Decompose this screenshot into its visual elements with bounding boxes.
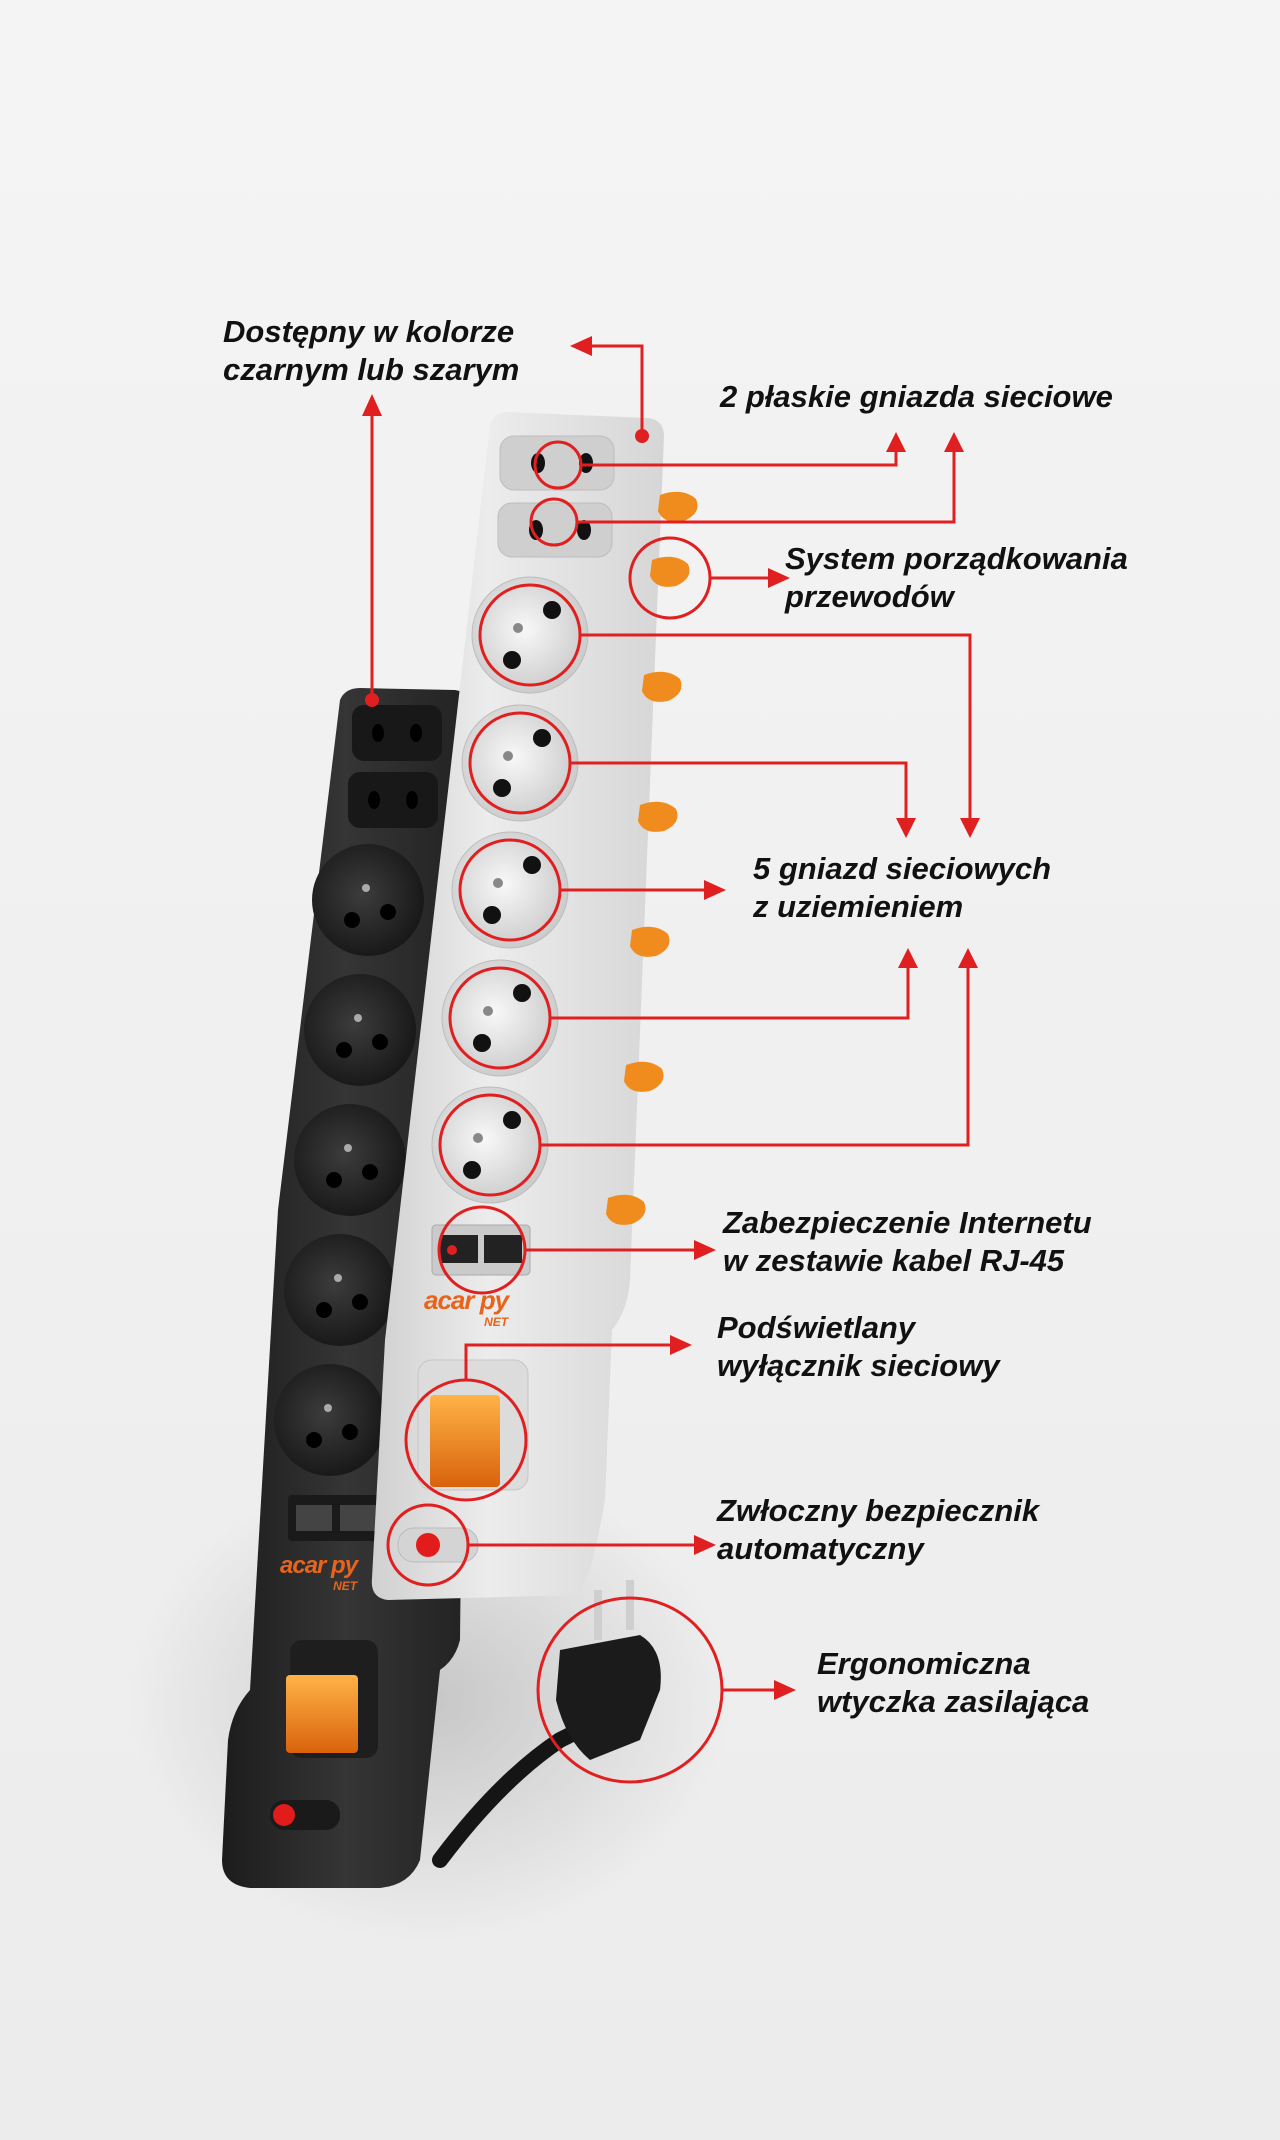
callout-color-options: Dostępny w kolorze czarnym lub szarym [223,314,520,387]
pointer-switch [464,1343,675,1380]
arrowheads [362,336,980,1700]
grey-power-switch [430,1395,500,1487]
pointer-color-light [575,344,644,436]
callout-cable-management: System porządkowania przewodów [785,541,1128,614]
pointer-flat-2 [576,440,956,524]
callout-power-switch: Podświetlany wyłącznik sieciowy [717,1310,1000,1383]
callout-fuse: Zwłoczny bezpiecznik automatyczny [717,1493,1040,1566]
callout-plug: Ergonomiczna wtyczka zasilająca [817,1646,1090,1719]
black-grounded-sockets [274,844,424,1476]
pointer-grounded-5 [540,958,970,1147]
grey-fuse-button [416,1533,440,1557]
callout-flat-sockets: 2 płaskie gniazda sieciowe [720,379,1113,414]
grey-grounded-sockets [431,576,589,1204]
callout-grounded-sockets: 5 gniazd sieciowych z uziemieniem [753,851,1052,924]
grey-flat-socket-2 [497,502,613,558]
black-power-switch [286,1675,358,1753]
annotations [370,344,972,1784]
socket-hole [406,791,418,809]
anchor-dots [365,429,649,1255]
socket-hole [410,724,422,742]
socket-hole [372,724,384,742]
plug-body [556,1635,661,1760]
grey-flat-socket-1 [499,435,615,491]
power-cable [432,1580,661,1868]
cable-clips [606,491,698,1225]
pointer-grounded-4 [550,958,910,1020]
black-flat-socket-2 [348,772,438,828]
socket-hole [368,791,380,809]
black-flat-socket-1 [352,705,442,761]
plug-pin-2 [626,1580,634,1630]
pointer-grounded-2 [570,761,908,830]
pointer-grounded-1 [580,633,972,830]
power-strip-grey [371,412,698,1600]
plug-pin-1 [594,1590,602,1640]
black-fuse-button [273,1804,295,1826]
callout-internet-protection: Zabezpieczenie Internetu w zestawie kabe… [723,1205,1092,1278]
